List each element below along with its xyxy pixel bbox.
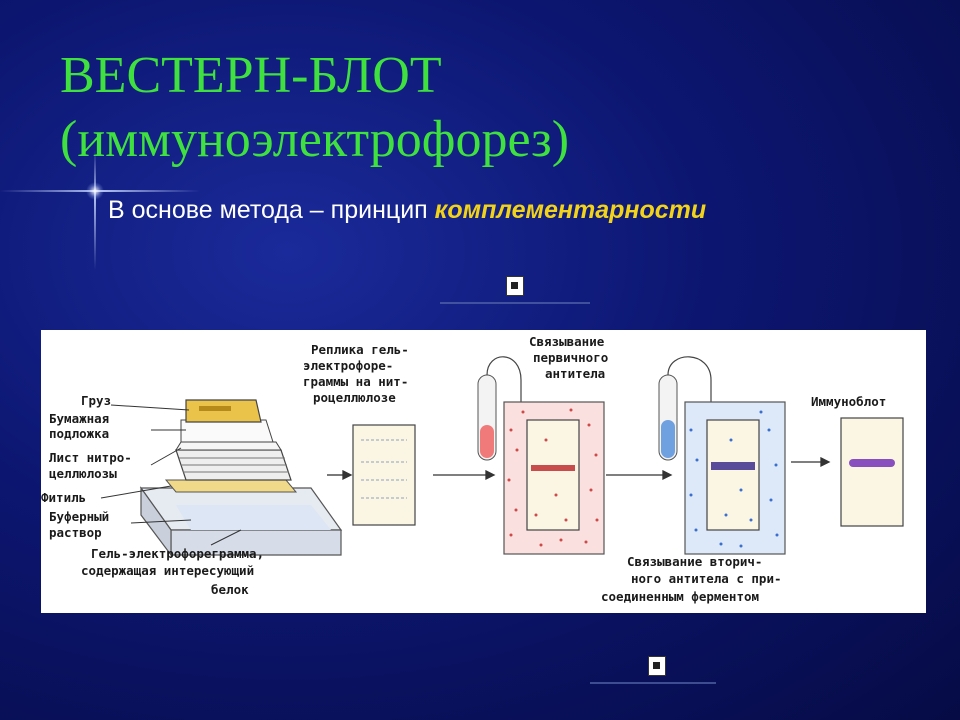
western-blot-diagram: Груз Бумажная подложка Лист нитро- целлю… <box>41 330 926 613</box>
title-line-2: (иммуноэлектрофорез) <box>60 111 570 168</box>
slide-title: ВЕСТЕРН-БЛОТ (иммуноэлектрофорез) <box>60 44 569 172</box>
secondary-antibody-dots <box>689 410 779 548</box>
label-immunoblot: Иммуноблот <box>811 394 886 409</box>
process-arrows <box>327 456 831 481</box>
buffer-liquid <box>176 505 331 530</box>
embedded-document-icon[interactable] <box>506 276 524 296</box>
label-replica-3: граммы на нит- <box>303 374 408 389</box>
title-line-1: ВЕСТЕРН-БЛОТ <box>60 47 442 104</box>
label-paper-1: Бумажная <box>49 411 109 426</box>
subtitle-emphasis: комплементарности <box>434 196 707 224</box>
label-gel-1: Гель-электрофореграмма, <box>91 546 264 561</box>
replica-bands <box>361 439 407 499</box>
label-replica-1: Реплика гель- <box>311 342 409 357</box>
diagram-svg: Груз Бумажная подложка Лист нитро- целлю… <box>41 334 904 604</box>
subtitle-prefix: В основе метода – принцип <box>108 196 428 224</box>
transfer-apparatus <box>139 399 343 557</box>
primary-bound-band <box>531 465 575 471</box>
wick <box>164 479 298 493</box>
label-primary-2: первичного <box>533 350 608 365</box>
label-replica-4: роцеллюлозе <box>313 390 396 405</box>
secondary-pipe <box>667 356 712 408</box>
replica-membrane <box>352 424 416 526</box>
secondary-bound-band <box>711 462 755 470</box>
label-secondary-3: соединенным ферментом <box>601 589 759 604</box>
decorative-glow-star <box>86 182 104 200</box>
label-wick: Фитиль <box>41 490 86 505</box>
secondary-tube-liquid <box>661 420 675 458</box>
immunoblot-band <box>849 459 895 467</box>
primary-pipe <box>486 356 522 410</box>
label-replica-2: электрофоре- <box>303 358 393 373</box>
label-weight: Груз <box>81 393 111 408</box>
leader-lines <box>100 404 242 546</box>
label-secondary-1: Связывание вторич- <box>627 554 762 569</box>
label-nitro-1: Лист нитро- <box>49 450 132 465</box>
primary-antibody-dots <box>507 408 599 547</box>
weight-label-mark <box>199 406 231 411</box>
embedded-document-icon[interactable] <box>648 656 666 676</box>
label-nitro-2: целлюлозы <box>49 466 117 481</box>
label-primary-1: Связывание <box>529 334 605 349</box>
label-buffer-2: раствор <box>49 525 102 540</box>
slide-subtitle: В основе метода – принцип комплементарно… <box>108 196 706 225</box>
primary-membrane <box>526 419 580 531</box>
label-secondary-2: ного антитела с при- <box>631 571 782 586</box>
label-paper-2: подложка <box>49 426 109 441</box>
label-gel-3: белок <box>211 582 249 597</box>
paper-backing <box>180 419 274 443</box>
embedded-document-caption <box>590 682 716 684</box>
embedded-document-caption <box>440 302 590 304</box>
label-primary-3: антитела <box>545 366 605 381</box>
label-gel-2: содержащая интересующий <box>81 563 254 578</box>
immunoblot-membrane <box>840 417 904 527</box>
nitrocellulose-sheet <box>175 441 282 451</box>
primary-tube-liquid <box>480 425 494 458</box>
decorative-glow-vertical <box>94 150 96 270</box>
label-buffer-1: Буферный <box>49 509 109 524</box>
secondary-membrane <box>706 419 760 531</box>
